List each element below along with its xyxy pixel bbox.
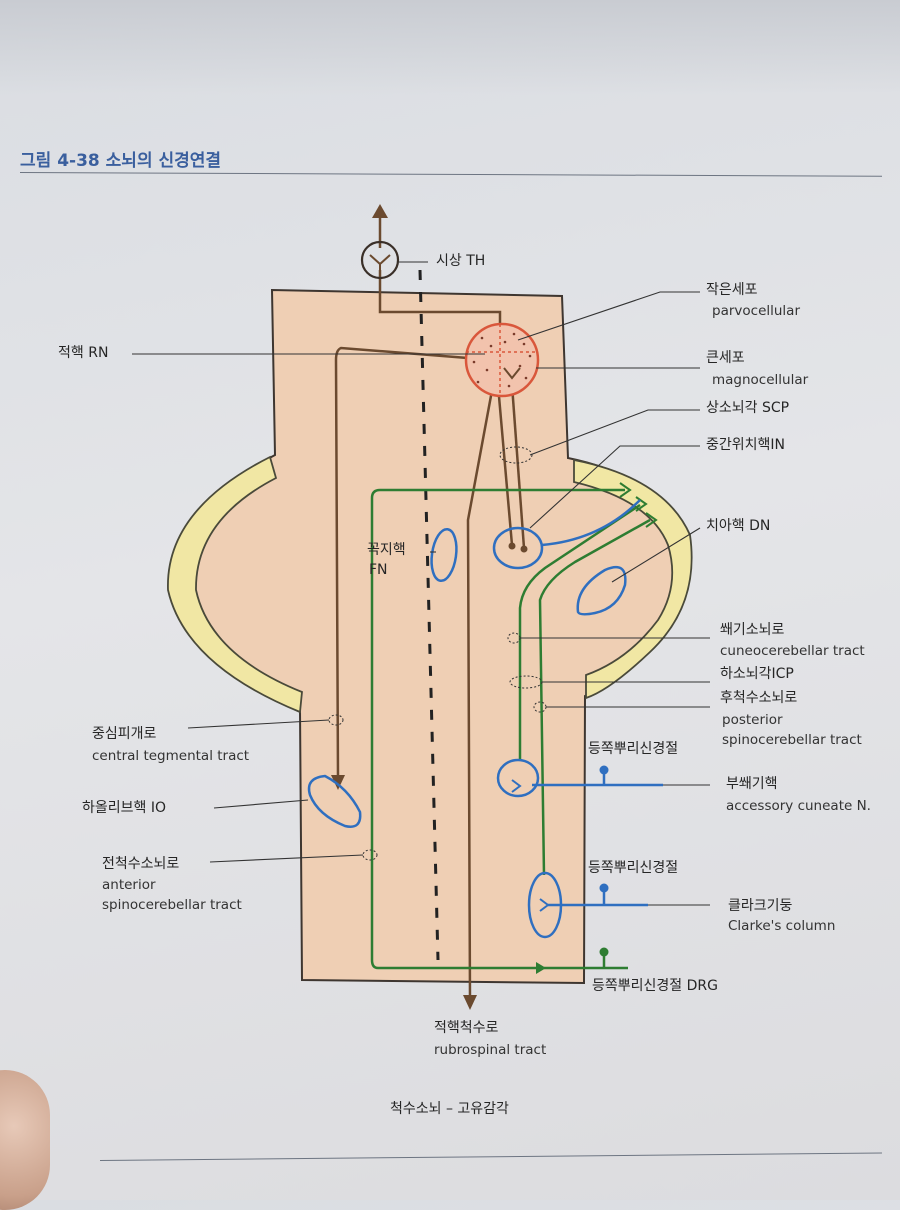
label-interposed: 중간위치핵IN xyxy=(706,437,786,453)
label-cuneocerebellar: 쐐기소뇌로 xyxy=(720,622,785,638)
drg-bottom-soma xyxy=(599,947,609,957)
label-accessory-cuneate-en: accessory cuneate N. xyxy=(726,798,871,814)
green-tracts xyxy=(370,488,651,970)
label-ctt: 중심피개로 xyxy=(92,726,157,742)
figure-caption: 척수소뇌 – 고유감각 xyxy=(390,1101,509,1117)
thalamus-neuron xyxy=(360,240,400,280)
label-fastigial: 꼭지핵 xyxy=(367,542,406,558)
clarke-synapse xyxy=(539,898,550,912)
label-dentate: 치아핵 DN xyxy=(706,518,771,534)
mossy-terminal-3 xyxy=(645,512,658,528)
label-cuneocerebellar-en: cuneocerebellar tract xyxy=(720,643,865,659)
drg-upper-soma xyxy=(599,765,609,775)
label-rubrospinal-en: rubrospinal tract xyxy=(434,1042,547,1058)
finger-thumb xyxy=(0,1070,50,1210)
left-cerebellar-folium xyxy=(167,455,303,714)
label-posterior-sc-en2: spinocerebellar tract xyxy=(722,732,862,748)
label-ctt-en: central tegmental tract xyxy=(92,748,250,764)
figure-title: 그림 4-38 소뇌의 신경연결 xyxy=(20,151,222,171)
label-scp: 상소뇌각 SCP xyxy=(706,400,790,416)
rubrospinal-arrow xyxy=(463,995,477,1010)
io-arrow xyxy=(331,775,345,790)
accessory-synapse xyxy=(511,779,522,793)
midline xyxy=(418,269,440,961)
label-parvocellular-en: parvocellular xyxy=(712,303,801,319)
label-anterior-sc: 전척수소뇌로 xyxy=(102,856,180,872)
label-parvocellular: 작은세포 xyxy=(706,282,758,298)
label-thalamus: 시상 TH xyxy=(436,253,486,269)
label-anterior-sc-en1: anterior xyxy=(102,877,156,893)
label-drg-middle: 등쪽뿌리신경절 xyxy=(588,860,679,876)
label-posterior-sc-en1: posterior xyxy=(722,712,783,728)
label-magnocellular-en: magnocellular xyxy=(712,372,809,388)
label-icp: 하소뇌각ICP xyxy=(720,666,794,682)
red-nucleus xyxy=(464,322,540,398)
label-red-nucleus: 적핵 RN xyxy=(58,345,109,361)
drg-bottom-arrow xyxy=(536,962,546,974)
label-io: 하올리브핵 IO xyxy=(82,800,166,816)
label-rubrospinal: 적핵척수로 xyxy=(434,1020,499,1036)
label-magnocellular: 큰세포 xyxy=(706,350,745,366)
label-fastigial-en: FN xyxy=(369,562,388,578)
label-clarke: 클라크기둥 xyxy=(728,898,793,914)
label-drg-upper: 등쪽뿌리신경절 xyxy=(588,741,679,757)
label-posterior-sc: 후척수소뇌로 xyxy=(720,690,798,706)
mossy-terminal-1 xyxy=(619,482,632,498)
brainstem-tissue xyxy=(173,288,689,985)
label-anterior-sc-en2: spinocerebellar tract xyxy=(102,897,242,913)
label-drg-bottom: 등쪽뿌리신경절 DRG xyxy=(592,978,718,994)
ascending-arrow xyxy=(372,204,388,218)
drg-middle-soma xyxy=(599,883,609,893)
label-clarke-en: Clarke's column xyxy=(728,918,836,934)
dn-terminal-2 xyxy=(520,545,528,553)
leader-lines xyxy=(132,261,710,906)
dn-terminal-1 xyxy=(508,542,516,550)
label-accessory-cuneate: 부쐐기핵 xyxy=(726,776,778,792)
blue-structures xyxy=(307,499,663,939)
top-shadow xyxy=(0,0,900,95)
